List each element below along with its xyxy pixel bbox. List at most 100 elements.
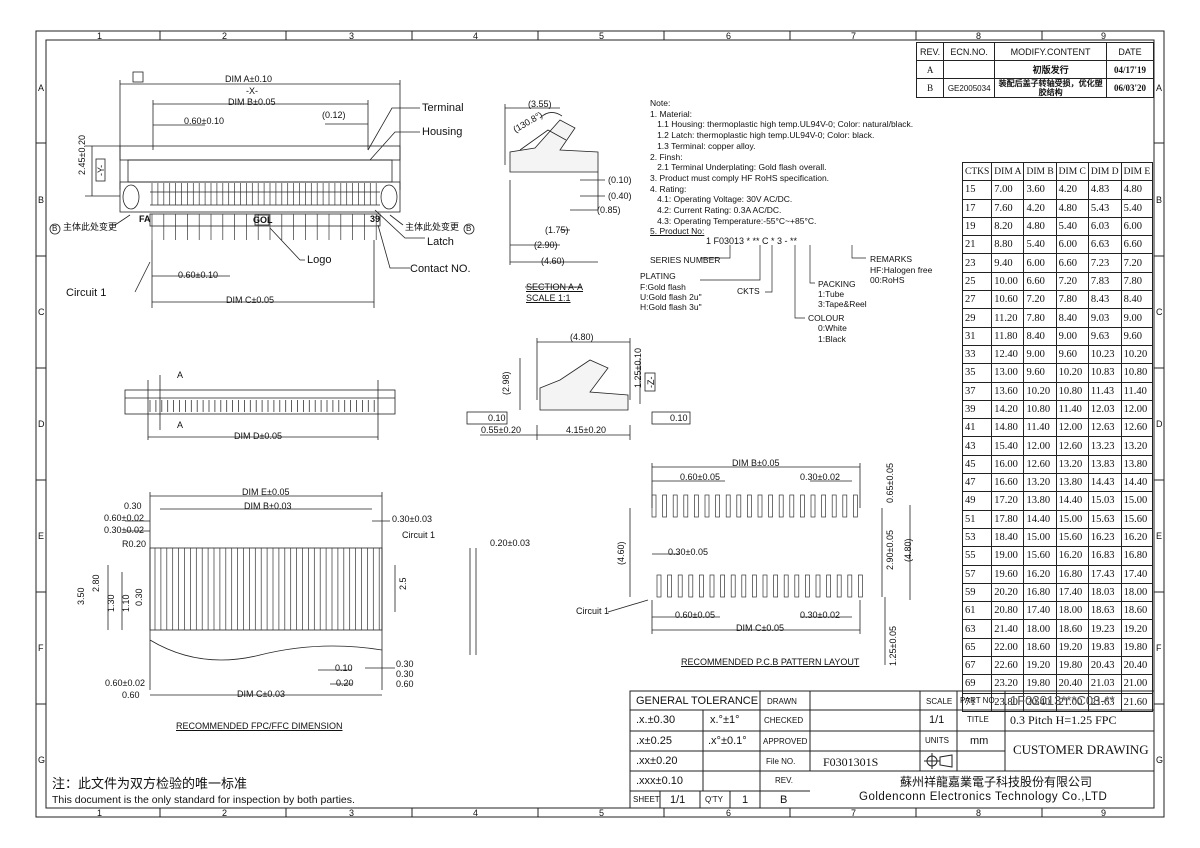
dim-table-cell: 15.00 xyxy=(1120,491,1154,511)
colour-black: 1:Black xyxy=(818,334,846,344)
dim-table-cell: 3.60 xyxy=(1023,180,1057,200)
dim-table-cell: 51 xyxy=(961,509,993,529)
rev-b: B xyxy=(915,78,945,98)
dim-table-cell: 23 xyxy=(961,253,993,273)
dim-table-cell: 43 xyxy=(961,436,993,456)
dim-table-cell: 29 xyxy=(961,308,993,328)
pcb-dim-b: DIM B±0.05 xyxy=(732,458,780,468)
colour-title: COLOUR xyxy=(808,313,845,323)
note-line: 4.3: Operating Temperature:-55°C~+85°C. xyxy=(650,215,817,226)
row-label-f-right: F xyxy=(1156,643,1162,653)
ecn-header: ECN.NO. xyxy=(943,42,996,61)
rev-a: A xyxy=(915,60,945,79)
row-ticks xyxy=(36,142,1164,705)
dim-table-cell: 10.20 xyxy=(1055,363,1089,383)
company-cn: 蘇州祥龍嘉業電子科技股份有限公司 xyxy=(900,775,1093,789)
dim-table-cell: 21.63 xyxy=(1087,692,1122,712)
dim-table-cell: 19.20 xyxy=(1023,656,1057,676)
product-code: 1 F03013 * ** C * 3 - ** xyxy=(706,236,798,246)
note-line: 1.3 Terminal: copper alloy. xyxy=(650,140,756,151)
dim-table-cell: 9.63 xyxy=(1087,326,1122,346)
dim-table-cell: 18.63 xyxy=(1087,601,1122,621)
row-label-e-right: E xyxy=(1156,531,1163,541)
tol-1: .x.±0.30 xyxy=(636,714,676,726)
circuit1-label-top: Circuit 1 xyxy=(66,287,107,299)
pcb-drawing xyxy=(607,463,911,665)
logo-label: Logo xyxy=(307,254,332,266)
side-480: (4.80) xyxy=(570,332,594,342)
fpc-title: RECOMMENDED FPC/FFC DIMENSION xyxy=(176,721,343,731)
dim-table-cell: 9.03 xyxy=(1087,308,1122,328)
dim-table-cell: 8.43 xyxy=(1087,290,1122,310)
ecn-a xyxy=(943,60,996,79)
section-040: (0.40) xyxy=(608,191,632,201)
pcb-460: (4.60) xyxy=(616,541,626,565)
dim-table-cell: 17.80 xyxy=(991,509,1025,529)
plating-title: PLATING xyxy=(640,271,676,281)
dim-table-cell: 4.20 xyxy=(1055,180,1089,200)
col-label-9-bottom: 9 xyxy=(1101,808,1107,818)
dim-table-cell: 21.03 xyxy=(1087,674,1122,694)
footer-en: This document is the only standard for i… xyxy=(52,794,355,806)
dim-table-cell: 16.20 xyxy=(1023,564,1057,584)
fpc-circuit1: Circuit 1 xyxy=(402,530,436,540)
top-view-pins xyxy=(151,183,377,240)
row-label-a: A xyxy=(38,83,45,93)
dim-table-cell: 17.40 xyxy=(1120,564,1154,584)
dim-table-cell: 15.60 xyxy=(1023,546,1057,566)
dim-table-cell: 19.80 xyxy=(1023,674,1057,694)
dim-table-cell: 16.00 xyxy=(991,454,1025,475)
checked-label: CHECKED xyxy=(764,716,804,725)
pcb-circuit1: Circuit 1 xyxy=(576,606,610,616)
section-010: (0.10) xyxy=(608,175,632,185)
row-label-c: C xyxy=(38,307,45,317)
rev-value: B xyxy=(780,794,788,806)
dim-table-cell: 10.20 xyxy=(1023,381,1057,401)
fpc-b030: 0.30 xyxy=(396,659,414,669)
dim-table-cell: 19.83 xyxy=(1087,637,1122,658)
dim-table-cell: 21.00 xyxy=(1120,674,1154,694)
dim-table-cell: 12.60 xyxy=(1055,436,1089,456)
pcb-width-top: 0.30±0.02 xyxy=(800,472,840,482)
fpc-060-c: 0.60 xyxy=(122,690,140,700)
dim-table-cell: 15.40 xyxy=(991,436,1025,456)
dim-table-cell: 7.83 xyxy=(1087,271,1122,292)
front-view-pins xyxy=(149,400,375,412)
title-label: TITLE xyxy=(967,715,989,724)
dim-table-cell: 19.00 xyxy=(991,546,1025,566)
dim-table-cell: 20.80 xyxy=(991,601,1025,621)
packing-tube: 1:Tube xyxy=(818,289,845,299)
dim-table-cell: 12.60 xyxy=(1023,454,1057,475)
dim-table-cell: 15.60 xyxy=(1120,509,1154,529)
dim-table-cell: 19.80 xyxy=(1120,637,1154,658)
dim-table-cell: 9.60 xyxy=(1055,344,1089,365)
dim-table-cell: 13.00 xyxy=(991,363,1025,383)
row-label-g-right: G xyxy=(1156,755,1164,765)
dim-table-cell: 16.20 xyxy=(1055,546,1089,566)
dim-table-cell: 7.20 xyxy=(1023,290,1057,310)
dim-table-cell: 17.20 xyxy=(991,491,1025,511)
scale-value: 1/1 xyxy=(929,714,945,726)
dim-table-cell: 18.40 xyxy=(991,527,1025,548)
side-flat1: 0.10 xyxy=(488,413,506,423)
section-175: (1.75) xyxy=(545,225,569,235)
housing-label: Housing xyxy=(422,126,463,138)
dim-table-cell: 65 xyxy=(961,637,993,658)
dim-table-cell: 15.63 xyxy=(1087,509,1122,529)
row-label-d-right: D xyxy=(1156,419,1163,429)
dim-table-cell: 10.20 xyxy=(1120,344,1154,365)
col-label-9: 9 xyxy=(1101,31,1107,41)
gol-label: GOL xyxy=(253,215,273,225)
dim-table-header: DIM D xyxy=(1087,161,1122,182)
remarks-title: REMARKS xyxy=(870,254,913,264)
dim-table-cell: 10.60 xyxy=(991,290,1025,310)
pcb-pitch-bottom: 0.60±0.05 xyxy=(675,610,715,620)
